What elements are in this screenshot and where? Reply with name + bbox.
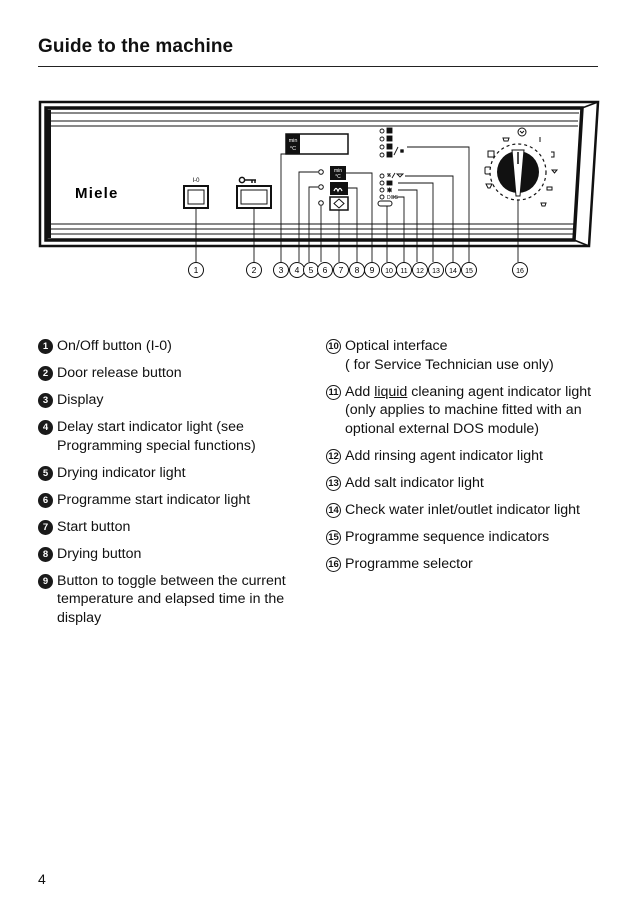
toggle-min-label: min	[334, 168, 342, 174]
legend-text: Programme sequence indicators	[345, 528, 550, 545]
legend-number: 8	[38, 546, 53, 562]
drying-indicator	[318, 184, 324, 190]
display: min °C	[285, 133, 349, 155]
legend-number: 1	[38, 339, 53, 354]
legend-text: Button to toggle between the current tem…	[57, 572, 286, 626]
legend-text: Drying button	[57, 545, 142, 562]
legend-item-display: 3 Display	[38, 391, 318, 410]
legend-text: Start button	[57, 518, 131, 535]
legend-text: Programme selector	[345, 555, 473, 572]
programme-sequence-indicators	[379, 127, 404, 158]
page-title: Guide to the machine	[38, 36, 234, 57]
legend-item-drying-button: 8 Drying button	[38, 545, 318, 564]
legend-item-sequence-indicators: 15 Programme sequence indicators	[326, 528, 604, 547]
legend-number: 10	[326, 339, 341, 354]
callout-11: 11	[400, 268, 407, 275]
legend-item-delay-start: 4 Delay start indicator light (see Progr…	[38, 418, 318, 455]
toggle-celsius-label: °C	[335, 174, 341, 180]
legend-text: On/Off button (I-0)	[57, 338, 172, 354]
legend-item-toggle-button: 9 Button to toggle between the current t…	[38, 572, 318, 628]
legend-number: 14	[326, 502, 341, 518]
miele-logo: Miele	[75, 185, 119, 202]
legend-text: Add rinsing agent indicator light	[345, 447, 543, 464]
legend-number: 4	[38, 420, 53, 435]
callout-3: 3	[279, 265, 284, 275]
callout-13: 13	[432, 268, 440, 275]
legend-text: Optical interface	[345, 338, 448, 354]
start-button[interactable]	[329, 196, 349, 211]
legend-item-rinsing-agent: 12 Add rinsing agent indicator light	[326, 447, 604, 466]
legend-item-optical-interface: 10 Optical interface ( for Service Techn…	[326, 337, 604, 374]
programme-selector-icons	[484, 127, 559, 207]
optical-interface	[377, 200, 393, 207]
legend-item-programme-start: 6 Programme start indicator light	[38, 491, 318, 510]
display-celsius-label: °C	[290, 146, 296, 152]
callout-2: 2	[252, 265, 257, 275]
legend-text: Programme start indicator light	[57, 491, 251, 508]
programme-start-indicator	[318, 200, 324, 206]
callout-leader-lines	[195, 146, 519, 262]
callout-10: 10	[385, 268, 393, 275]
legend-text: Display	[57, 392, 104, 408]
callout-8: 8	[355, 265, 360, 275]
legend-item-drying-indicator: 5 Drying indicator light	[38, 464, 318, 483]
callout-15: 15	[465, 268, 473, 275]
legend-text-line2: ( for Service Technician use only)	[345, 356, 554, 373]
title-divider	[38, 66, 598, 67]
callout-7: 7	[339, 265, 344, 275]
legend-text: Door release button	[57, 365, 182, 381]
legend-text: Check water inlet/outlet indicator light	[345, 501, 581, 518]
on-off-button[interactable]	[183, 185, 209, 209]
legend-text-after: cleaning agent indicator light (only app…	[345, 383, 592, 437]
legend-number: 11	[326, 384, 341, 400]
delay-start-indicator	[318, 169, 324, 175]
dos-label: DOS	[387, 195, 399, 201]
legend-number: 13	[326, 475, 341, 491]
legend-item-salt: 13 Add salt indicator light	[326, 474, 604, 493]
programme-selector[interactable]	[489, 143, 547, 201]
legend-left-column: 1 On/Off button (I-0) 2 Door release but…	[38, 337, 318, 636]
power-label: I-0	[192, 178, 200, 184]
legend-item-start-button: 7 Start button	[38, 518, 318, 537]
legend-item-programme-selector: 16 Programme selector	[326, 555, 604, 574]
legend-number: 2	[38, 366, 53, 381]
warning-indicators	[379, 172, 405, 200]
page-number: 4	[38, 871, 46, 887]
legend-text-underlined: liquid	[374, 383, 408, 400]
legend-number: 6	[38, 492, 53, 508]
legend-number: 16	[326, 556, 341, 572]
control-panel-diagram: Miele I-0 min °C min °C	[38, 100, 600, 278]
legend-item-on-off: 1 On/Off button (I-0)	[38, 337, 318, 356]
temperature-time-toggle-button[interactable]: min °C	[330, 166, 346, 180]
legend-text-before: Add	[345, 383, 375, 400]
legend-text: Add salt indicator light	[345, 474, 484, 491]
door-release-button[interactable]	[236, 185, 272, 209]
callout-14: 14	[449, 268, 457, 275]
callout-5: 5	[309, 265, 314, 275]
legend-number: 12	[326, 448, 341, 464]
panel-outline	[38, 100, 600, 248]
display-min-label: min	[289, 138, 298, 144]
callout-4: 4	[295, 265, 300, 275]
callout-9: 9	[370, 265, 375, 275]
legend-number: 3	[38, 393, 53, 408]
legend-number: 15	[326, 529, 341, 545]
legend-right-column: 10 Optical interface ( for Service Techn…	[326, 337, 604, 582]
key-icon	[238, 176, 256, 184]
legend-text: Delay start indicator light (see Program…	[57, 419, 256, 454]
legend-item-liquid-agent: 11 Add liquid cleaning agent indicator l…	[326, 383, 604, 439]
callout-16: 16	[516, 268, 524, 275]
legend-number: 7	[38, 519, 53, 535]
callout-1: 1	[194, 265, 199, 275]
drying-button[interactable]	[330, 182, 348, 195]
callout-12: 12	[416, 268, 424, 275]
callout-6: 6	[323, 265, 328, 275]
legend-number: 5	[38, 465, 53, 481]
callout-numbers: 1 2 3 4 5 6 7 8 9 10 11 12 13 14 15 16	[188, 262, 528, 278]
legend-item-door-release: 2 Door release button	[38, 364, 318, 383]
legend-text: Drying indicator light	[57, 464, 186, 481]
legend-item-water-check: 14 Check water inlet/outlet indicator li…	[326, 501, 604, 520]
legend-number: 9	[38, 573, 53, 589]
